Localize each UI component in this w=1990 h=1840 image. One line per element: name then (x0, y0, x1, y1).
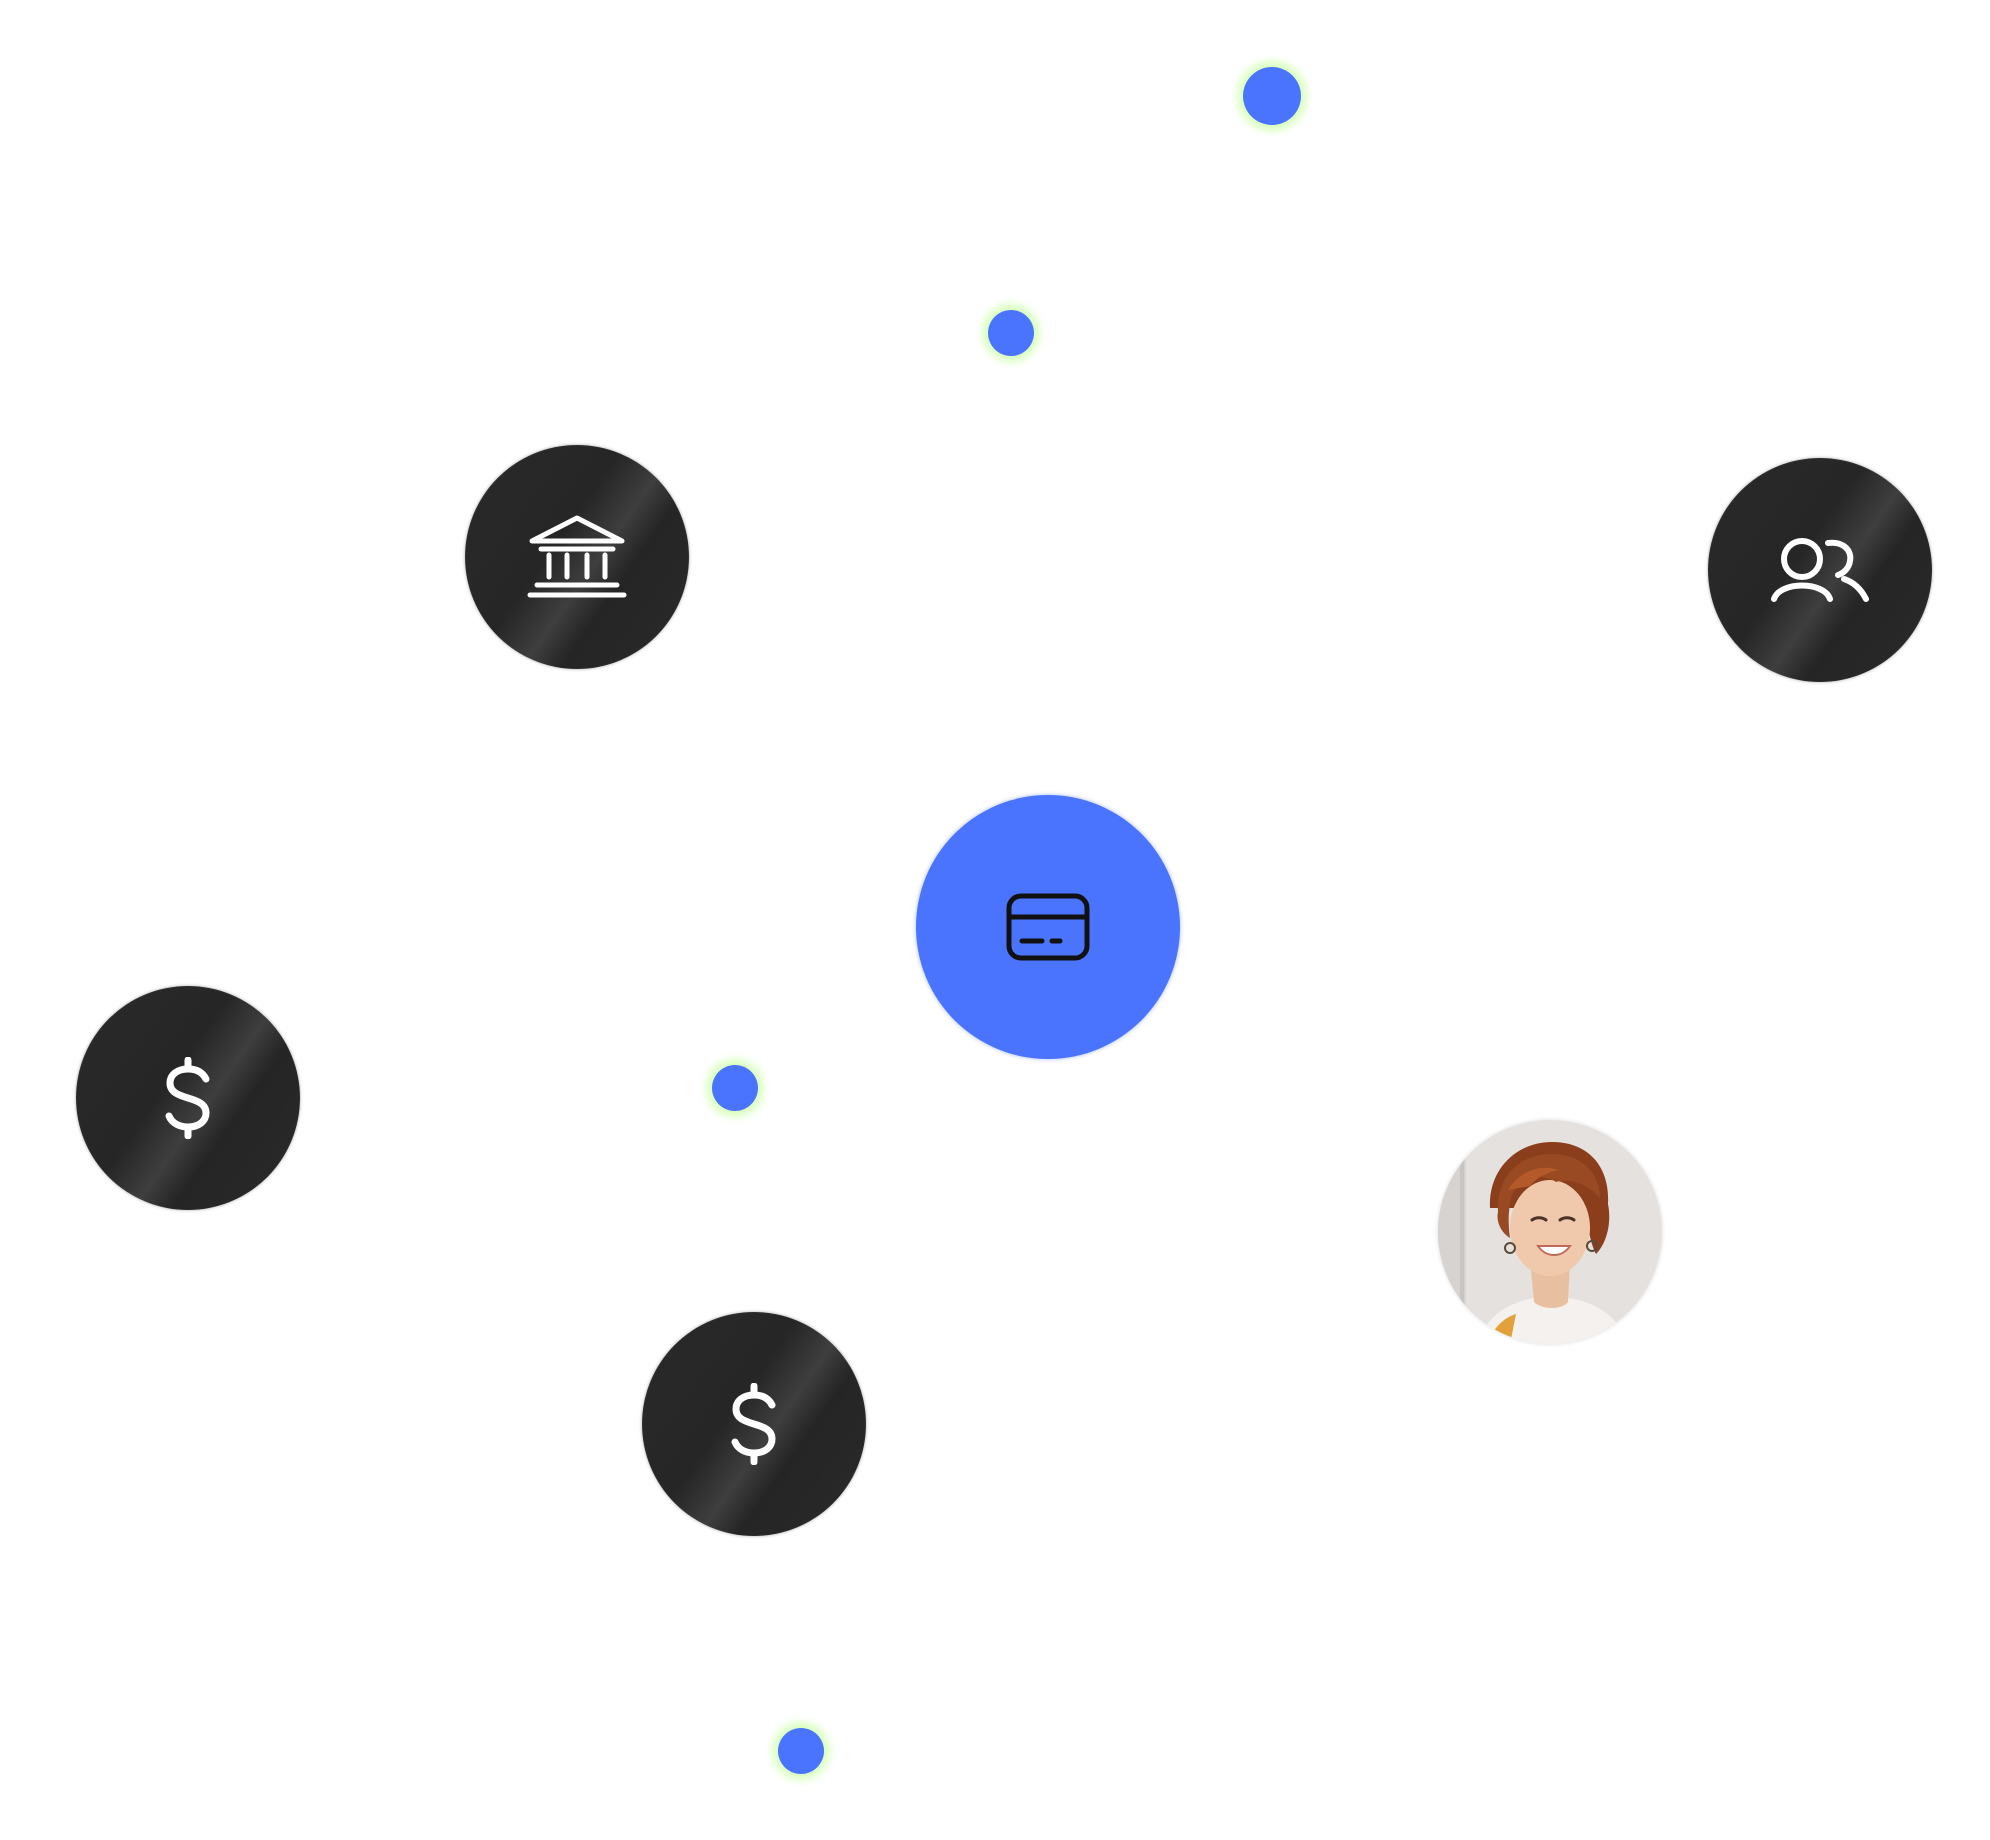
users-icon (1770, 537, 1870, 603)
credit-card-icon (1006, 893, 1090, 961)
dollar-icon (729, 1383, 779, 1465)
person-avatar (1438, 1120, 1662, 1344)
connector-dot (988, 310, 1034, 356)
user-avatar[interactable] (1438, 1120, 1662, 1344)
bank-icon (527, 515, 627, 599)
dollar-node-left[interactable] (76, 986, 300, 1210)
dollar-node-bottom[interactable] (642, 1312, 866, 1536)
users-node[interactable] (1708, 458, 1932, 682)
connector-dot (712, 1065, 758, 1111)
dollar-icon (163, 1057, 213, 1139)
connector-dot (1243, 67, 1301, 125)
card-hub-node[interactable] (916, 795, 1180, 1059)
bank-node[interactable] (465, 445, 689, 669)
connector-dot (778, 1728, 824, 1774)
